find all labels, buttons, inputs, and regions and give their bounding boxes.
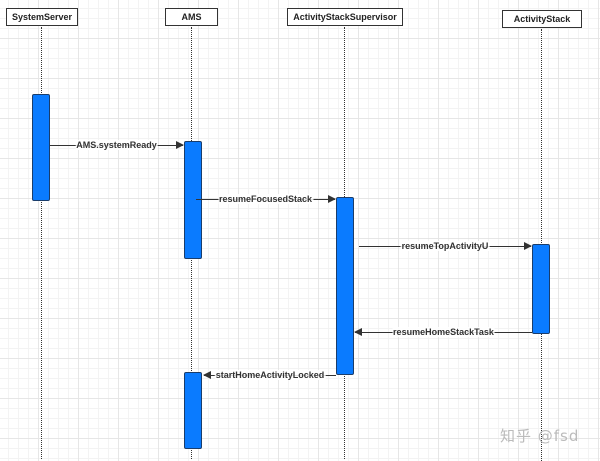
watermark: 知乎 @fsd	[500, 427, 580, 445]
participant-ams: AMS	[165, 8, 218, 26]
message-label: resumeTopActivityU	[400, 241, 490, 251]
participant-activitystack: ActivityStack	[502, 10, 582, 28]
activation-systemserver	[32, 94, 50, 201]
activation-ams-2	[184, 372, 202, 449]
message-ams-systemready: AMS.systemReady	[50, 140, 184, 150]
activation-ams-1	[184, 141, 202, 259]
participant-activitystacksupervisor: ActivityStackSupervisor	[287, 8, 403, 26]
activation-activitystack	[532, 244, 550, 334]
message-label: AMS.systemReady	[75, 140, 158, 150]
message-starthomeactivitylocked: startHomeActivityLocked	[203, 370, 336, 380]
participant-systemserver: SystemServer	[6, 8, 78, 26]
message-resumehomestacktask: resumeHomeStackTask	[354, 327, 532, 337]
message-label: resumeFocusedStack	[217, 194, 314, 204]
message-resumetopactivityu: resumeTopActivityU	[359, 241, 532, 251]
activation-activitystacksupervisor	[336, 197, 354, 375]
lifeline-systemserver	[41, 27, 42, 459]
message-label: startHomeActivityLocked	[214, 370, 326, 380]
message-label: resumeHomeStackTask	[392, 327, 495, 337]
message-resumefocusedstack: resumeFocusedStack	[196, 194, 336, 204]
